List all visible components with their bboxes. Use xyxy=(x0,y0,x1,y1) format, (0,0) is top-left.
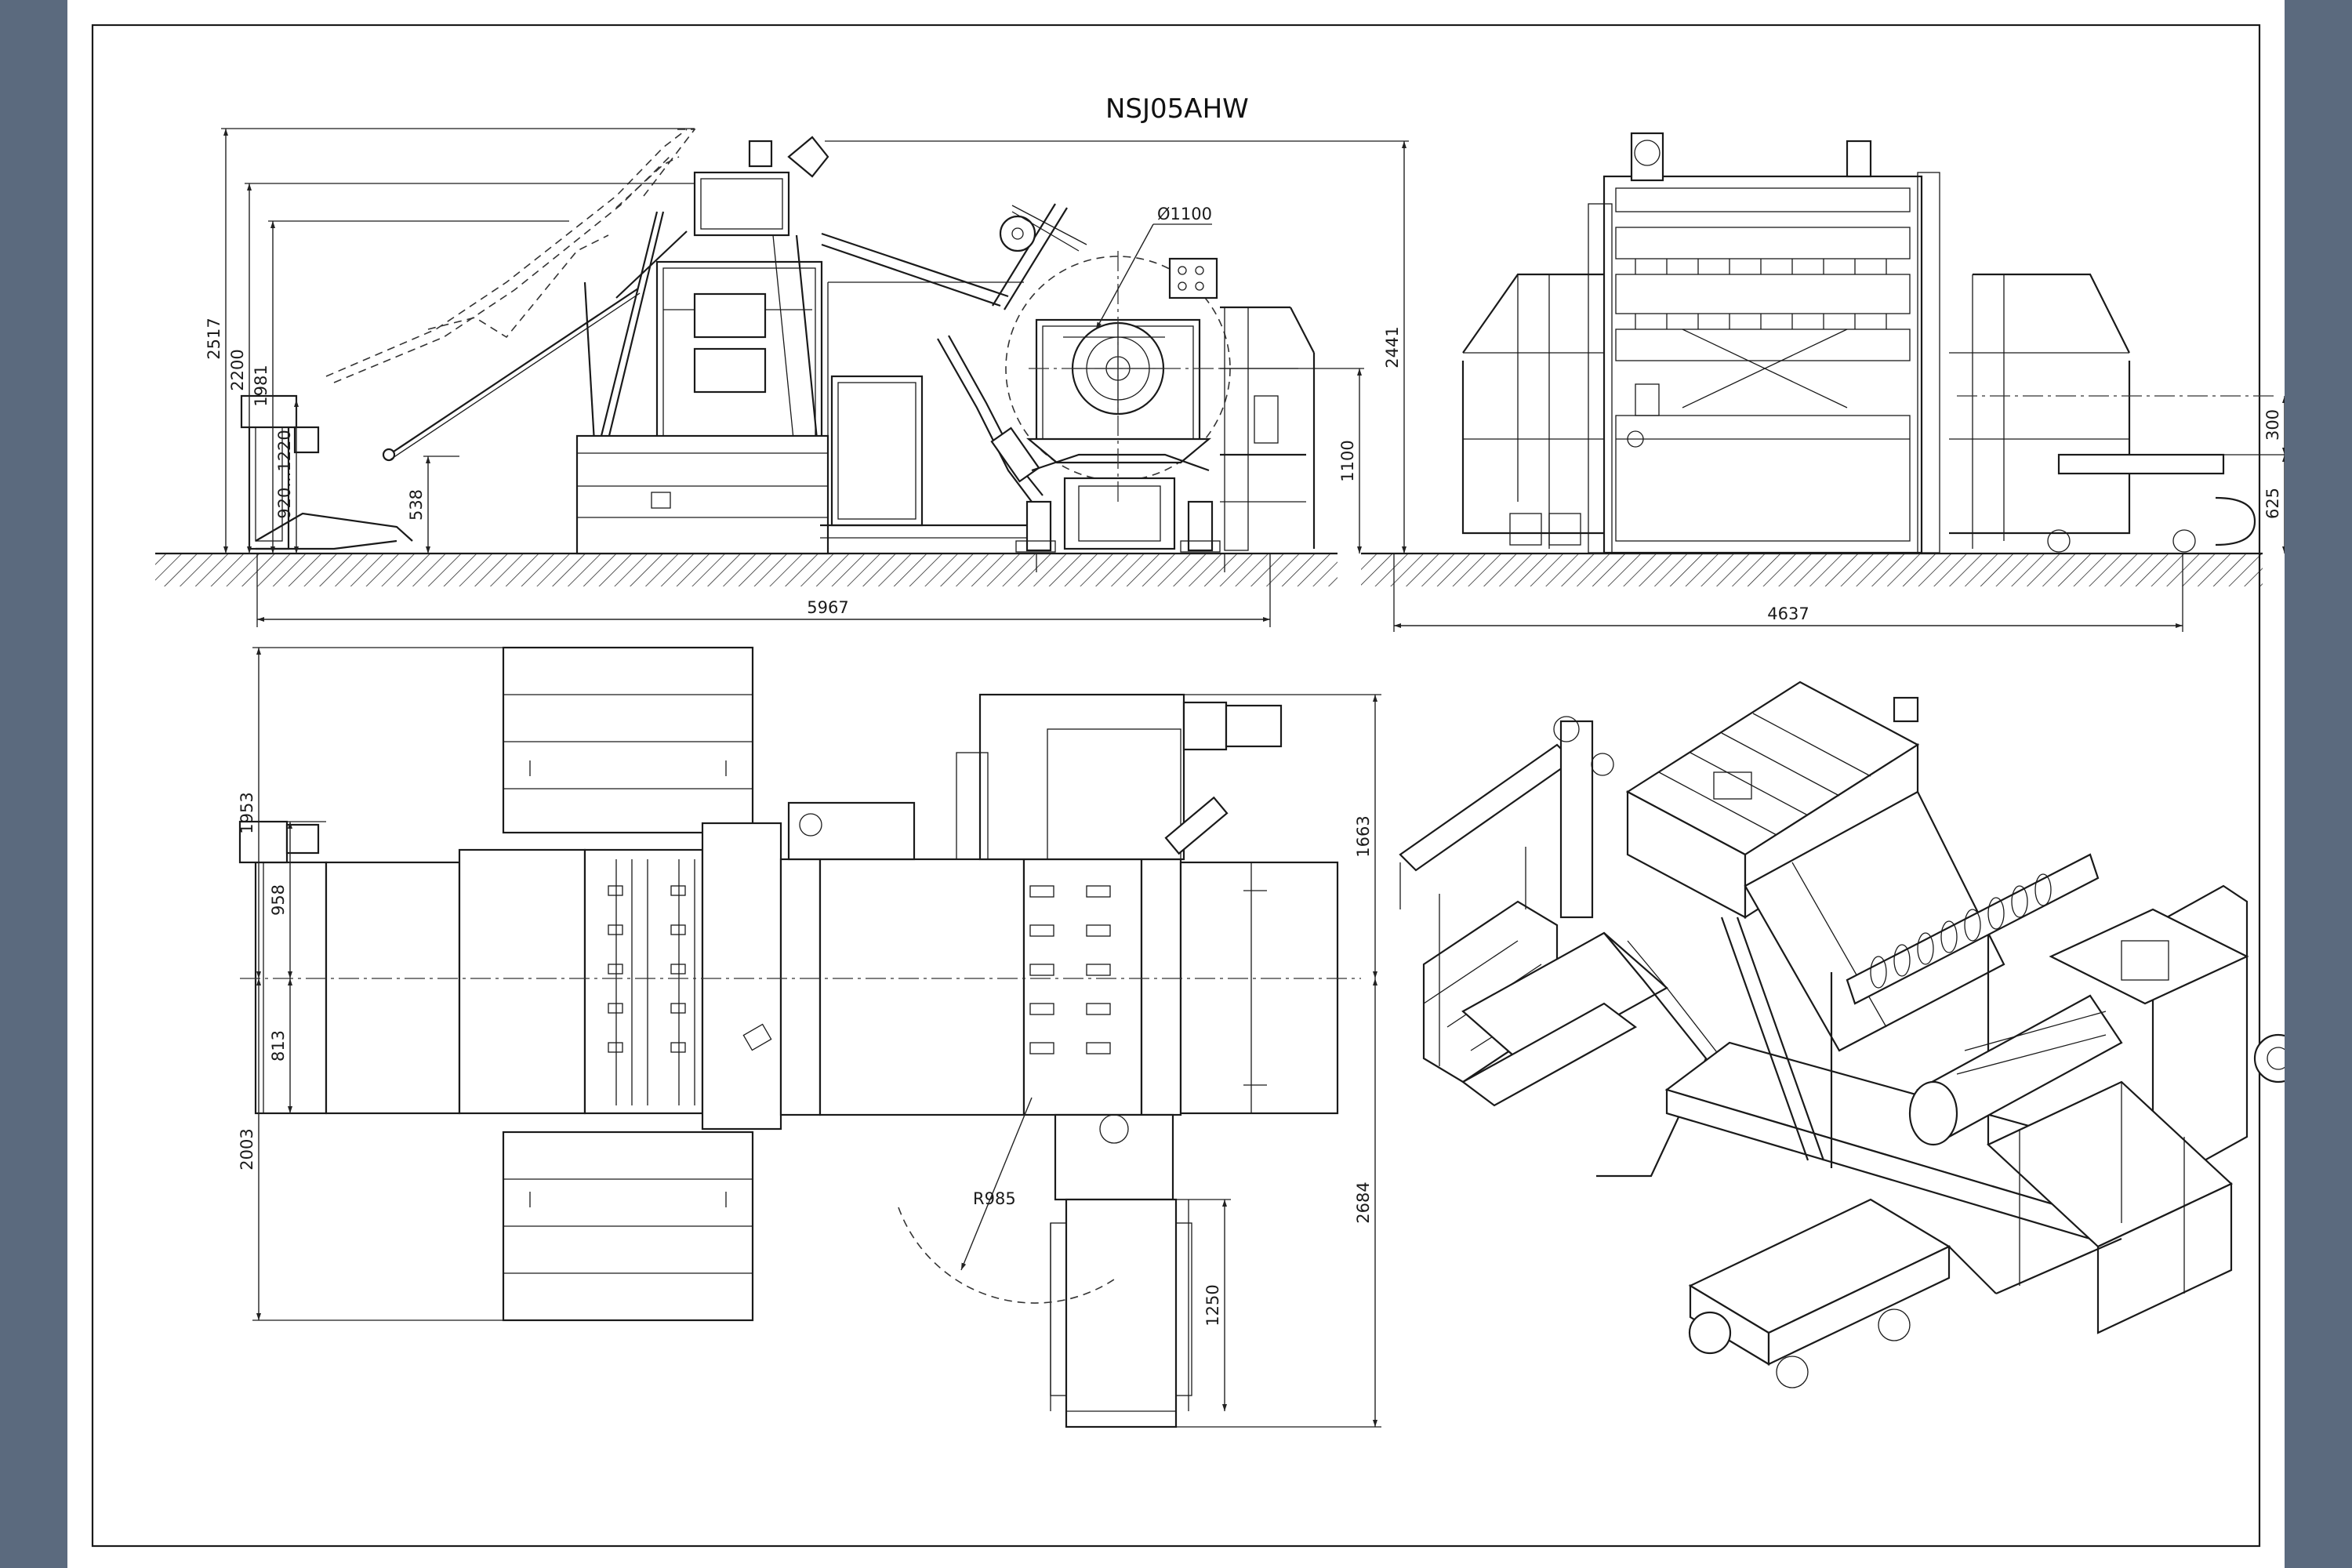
dim-plan-right-upper: 1663 xyxy=(1354,815,1373,857)
dim-side-arm-height: 538 xyxy=(407,489,426,521)
dim-side-height-3: 1981 xyxy=(252,365,270,406)
drawing-title: NSJ05AHW xyxy=(1105,93,1249,125)
dim-right-height-lower: 1100 xyxy=(1338,440,1357,481)
dim-plan-right-lower: 2684 xyxy=(1354,1181,1373,1223)
front-view xyxy=(1361,132,2285,632)
drawing-sheet: NSJ05AHW xyxy=(67,0,2285,1568)
side-slitter-frame xyxy=(575,136,829,555)
dim-coil-diameter: Ø1100 xyxy=(1157,205,1212,223)
plan-view xyxy=(238,646,1381,1428)
dim-plan-upper-half: 958 xyxy=(269,884,288,916)
dim-plan-top: 1953 xyxy=(238,792,256,833)
side-recoiler xyxy=(1005,251,1231,572)
dim-right-height: 2441 xyxy=(1383,326,1402,368)
dim-plan-radius: R985 xyxy=(973,1189,1016,1208)
dim-plan-exit-length: 1250 xyxy=(1203,1284,1222,1326)
side-view-dimensions xyxy=(221,128,1409,627)
dim-side-height-2: 2200 xyxy=(228,349,247,390)
side-platform xyxy=(1220,306,1316,551)
dim-front-height-lower: 625 xyxy=(2263,488,2282,519)
side-inclined-conveyor xyxy=(820,203,1087,549)
dim-plan-bottom: 2003 xyxy=(238,1128,256,1170)
side-view: 2517 2200 1981 920...1220 538 Ø1100 2441… xyxy=(155,128,1409,627)
technical-drawing: NSJ05AHW xyxy=(91,24,2285,1548)
drawing-frame xyxy=(91,24,2261,1548)
front-view-floor-hatch xyxy=(1361,554,2263,586)
dim-side-length: 5967 xyxy=(807,598,848,617)
dim-side-height-total: 2517 xyxy=(205,318,223,359)
dim-front-height-upper: 300 xyxy=(2263,409,2282,441)
side-uncoiler xyxy=(240,129,696,550)
side-view-floor-hatch xyxy=(155,554,1338,586)
dim-plan-lower-half: 813 xyxy=(269,1030,288,1062)
isometric-view xyxy=(1399,681,2285,1388)
dim-side-height-range: 920...1220 xyxy=(275,430,294,519)
dim-front-width: 4637 xyxy=(1767,604,1809,623)
